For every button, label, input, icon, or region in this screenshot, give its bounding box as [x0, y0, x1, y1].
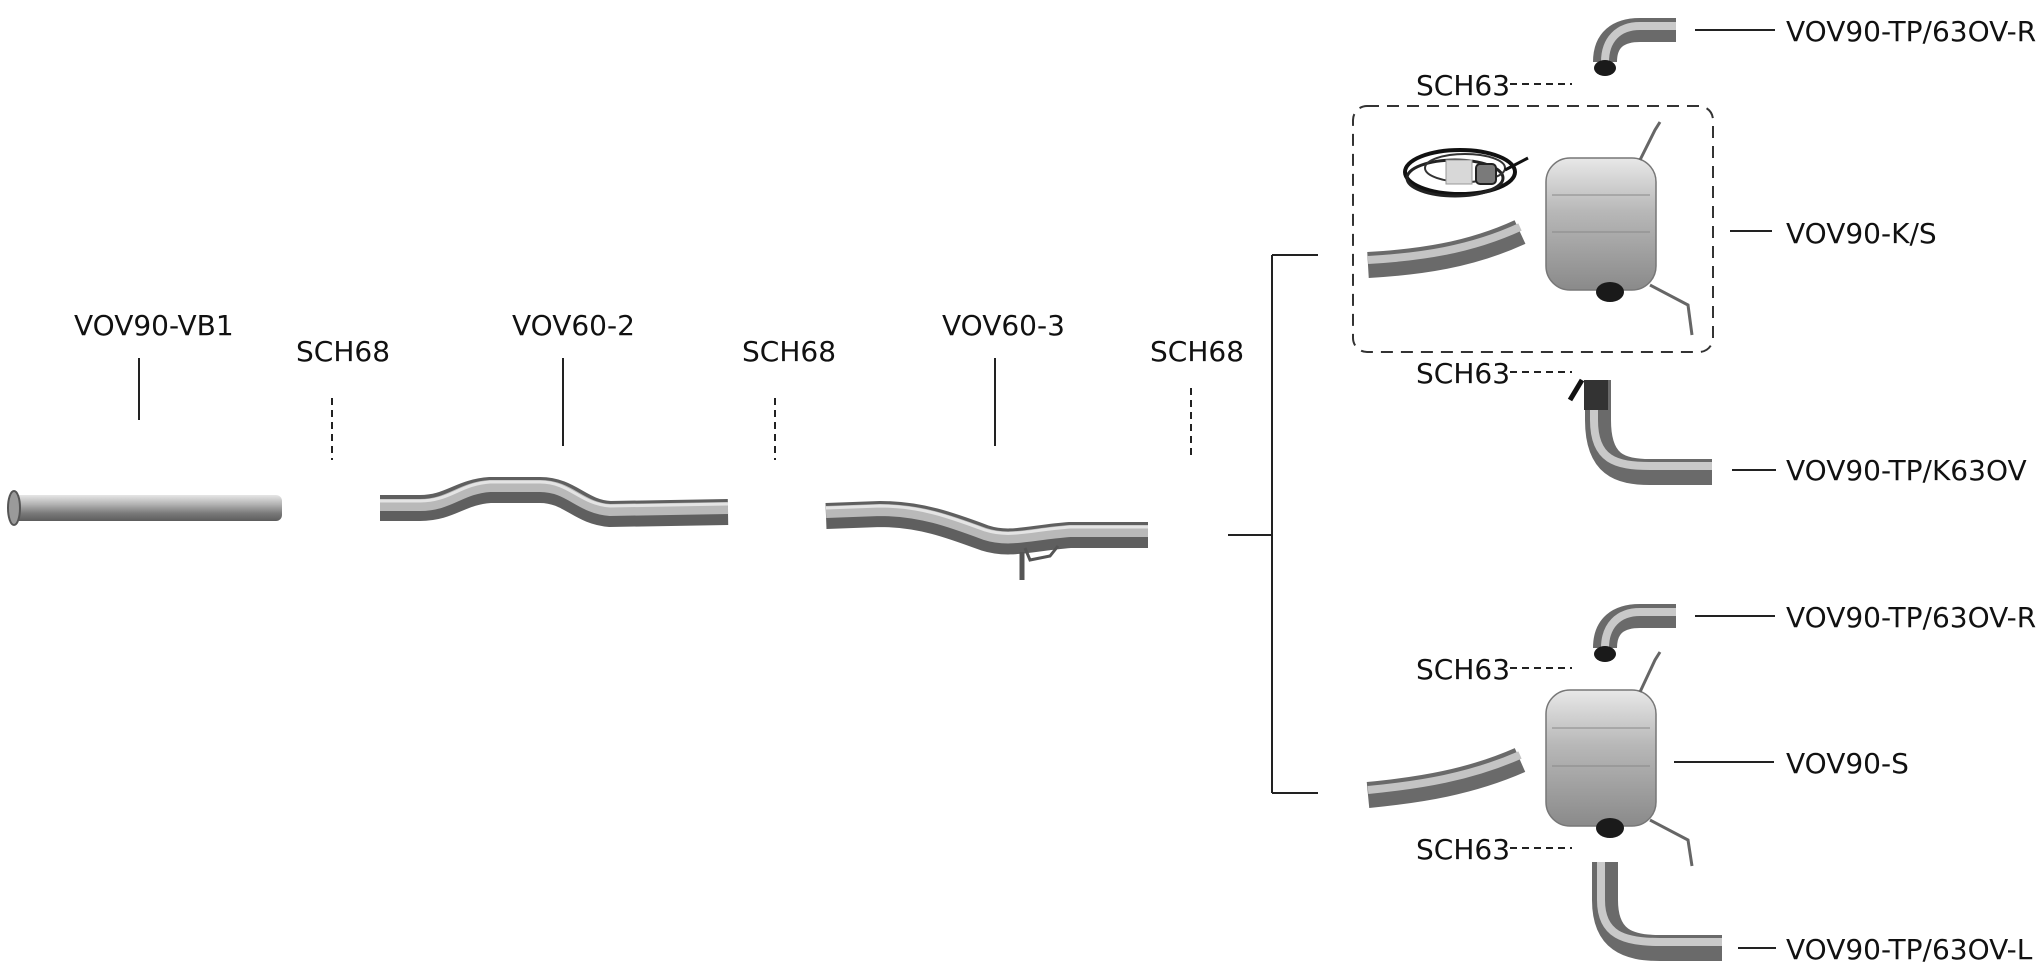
label-vov60-3: VOV60-3	[942, 309, 1065, 342]
tailpipe-top-right	[1593, 18, 1676, 76]
pipe-vov60-2	[380, 477, 729, 528]
label-sch68-b: SCH68	[742, 335, 837, 368]
tailpipe-k63ov	[1567, 378, 1712, 485]
label-sch68-a: SCH68	[296, 335, 391, 368]
label-vov90-s: VOV90-S	[1786, 747, 1909, 780]
option-bracket	[1228, 254, 1318, 794]
pipe-vov60-3	[825, 500, 1148, 580]
label-sch63-4: SCH63	[1416, 833, 1511, 866]
label-tp63r-top: VOV90-TP/63OV-R	[1786, 15, 2036, 48]
valve-cable-harness	[1403, 148, 1529, 198]
muffler-ks	[1367, 121, 1694, 336]
label-sch63-1: SCH63	[1416, 69, 1511, 102]
label-vov90-vb1: VOV90-VB1	[74, 309, 234, 342]
kit-frame	[1352, 105, 1714, 353]
tailpipe-left	[1592, 862, 1722, 961]
label-tpk63: VOV90-TP/K63OV	[1786, 454, 2027, 487]
label-tp63r-bottom: VOV90-TP/63OV-R	[1786, 601, 2036, 634]
pipe-vov90-vb1	[7, 490, 282, 526]
label-sch68-c: SCH68	[1150, 335, 1245, 368]
tailpipe-bottom-right	[1593, 604, 1676, 662]
label-vov90-ks: VOV90-K/S	[1786, 217, 1937, 250]
label-vov60-2: VOV60-2	[512, 309, 635, 342]
label-tp63l: VOV90-TP/63OV-L	[1786, 933, 2033, 966]
muffler-s	[1366, 651, 1694, 867]
label-sch63-2: SCH63	[1416, 357, 1511, 390]
label-sch63-3: SCH63	[1416, 653, 1511, 686]
